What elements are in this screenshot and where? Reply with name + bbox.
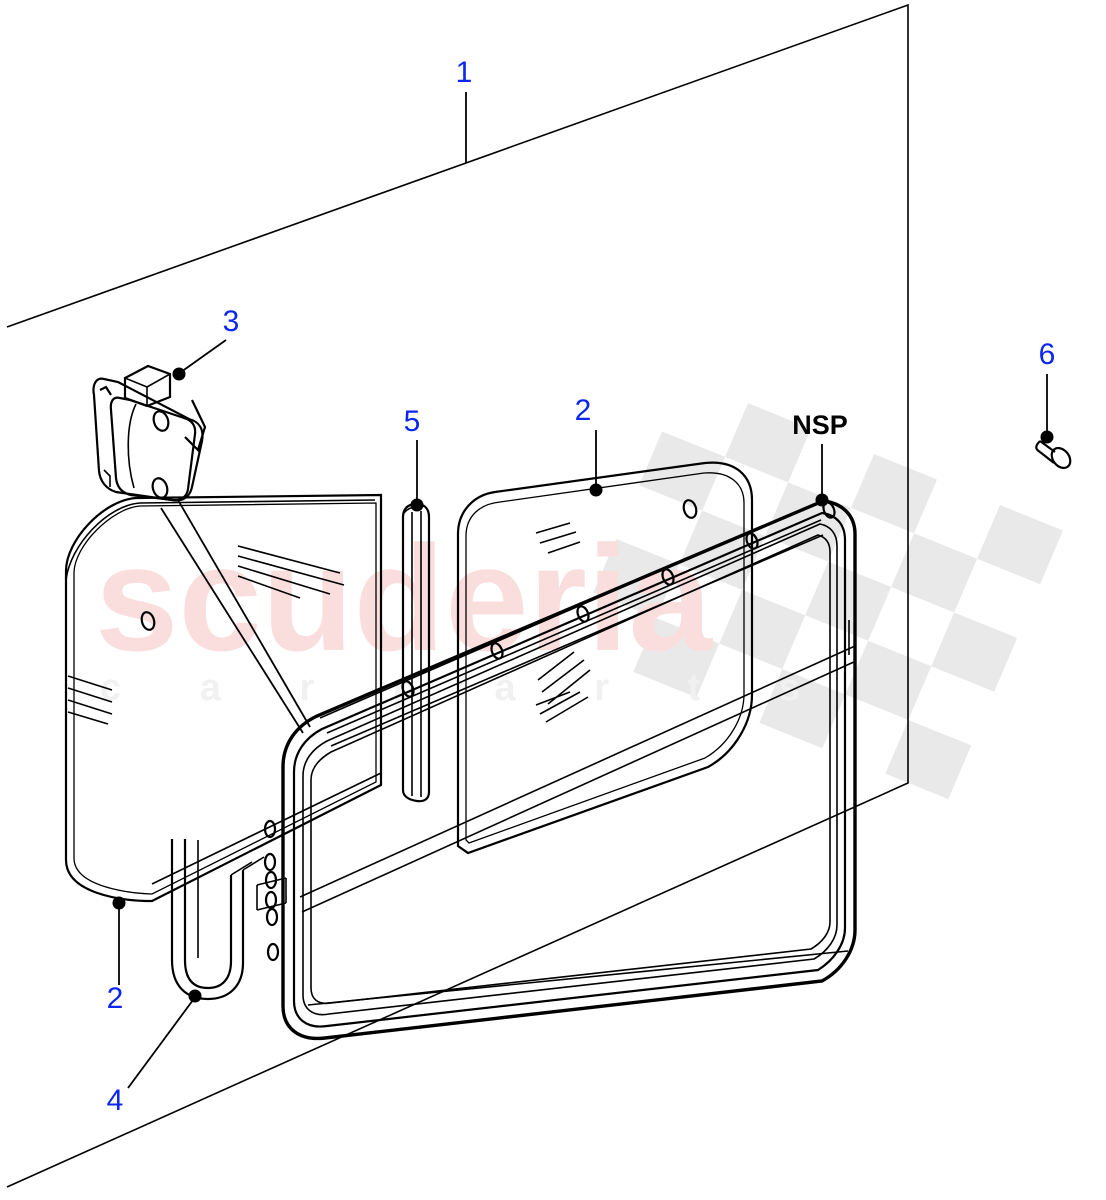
callout-label-2-top[interactable]: 2 [575, 394, 592, 427]
callout-label-1[interactable]: 1 [456, 56, 473, 89]
dot-2-top [589, 483, 603, 497]
callout-label-5[interactable]: 5 [404, 405, 421, 438]
dot-6 [1040, 430, 1054, 444]
door-glass-left [64, 493, 383, 903]
callout-label-6[interactable]: 6 [1039, 338, 1056, 371]
checkered-flag-icon [593, 403, 1063, 800]
watermark-brand: scuderia [95, 514, 714, 682]
leader-3-long-a [160, 507, 304, 734]
body-side-panel [6, 3, 909, 1188]
leader-3 [180, 339, 227, 373]
glass-run-channel [170, 839, 265, 1001]
window-frame-assembly [256, 499, 857, 1041]
door-glass-right [456, 461, 754, 855]
dot-nsp [815, 493, 829, 507]
dot-2-bottom [112, 896, 126, 910]
callout-label-3[interactable]: 3 [223, 305, 240, 338]
callout-label-2-bottom[interactable]: 2 [107, 982, 124, 1015]
leader-4 [127, 999, 194, 1089]
dot-5 [410, 498, 424, 512]
callout-dots [112, 367, 1054, 1003]
callout-leaders [118, 92, 1048, 1089]
callout-label-4[interactable]: 4 [107, 1084, 124, 1117]
dot-4 [188, 989, 202, 1003]
leader-3-long-b [177, 499, 311, 728]
callout-label-nsp[interactable]: NSP [792, 410, 848, 440]
door-latch-striker [92, 364, 207, 502]
dot-3 [172, 367, 186, 381]
fastener-rivet [1035, 440, 1072, 470]
